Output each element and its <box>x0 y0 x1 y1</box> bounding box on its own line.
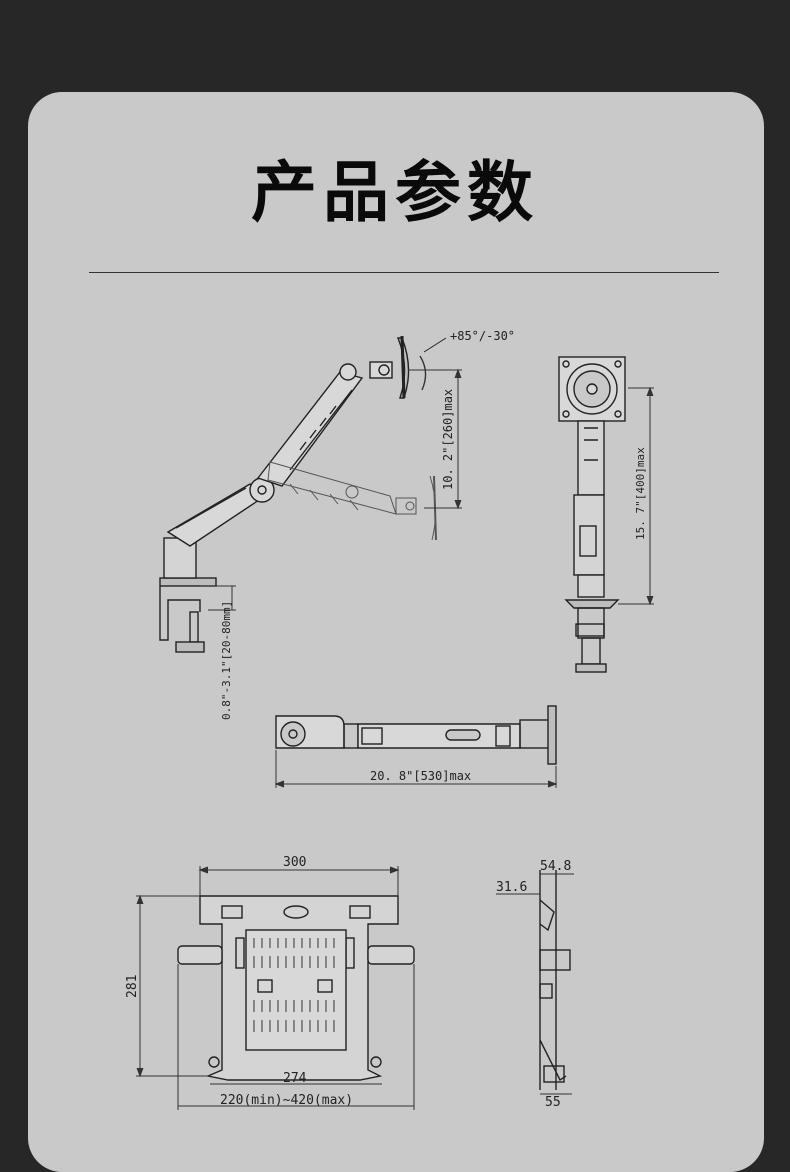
side-offset-label: 31.6 <box>496 880 527 895</box>
side-view-arm-drawing <box>159 335 447 653</box>
page-title: 产品参数 <box>251 154 539 231</box>
vent-slot-pattern <box>253 938 335 1032</box>
height-range-label: 10. 2"[260]max <box>441 389 455 490</box>
tray-side-view-drawing <box>539 870 571 1090</box>
tray-width-label: 300 <box>283 855 306 870</box>
tray-height-label: 281 <box>125 975 140 998</box>
top-view-arm-drawing <box>275 705 557 765</box>
side-depth-top-label: 54.8 <box>540 859 571 874</box>
side-depth-bottom-label: 55 <box>545 1095 561 1110</box>
title-divider <box>89 272 719 273</box>
arm-reach-label: 20. 8"[530]max <box>370 769 471 783</box>
tray-inner-width-label: 274 <box>283 1071 307 1086</box>
front-view-drawing <box>558 356 626 673</box>
pole-height-label: 15. 7"[400]max <box>634 447 647 540</box>
clamp-range-label: 0.8"-3.1"[20-80mm] <box>220 601 233 720</box>
laptop-tray-drawing <box>177 895 415 1081</box>
tilt-angle-label: +85°/-30° <box>450 329 515 343</box>
tray-adjust-width-label: 220(min)~420(max) <box>220 1093 353 1108</box>
